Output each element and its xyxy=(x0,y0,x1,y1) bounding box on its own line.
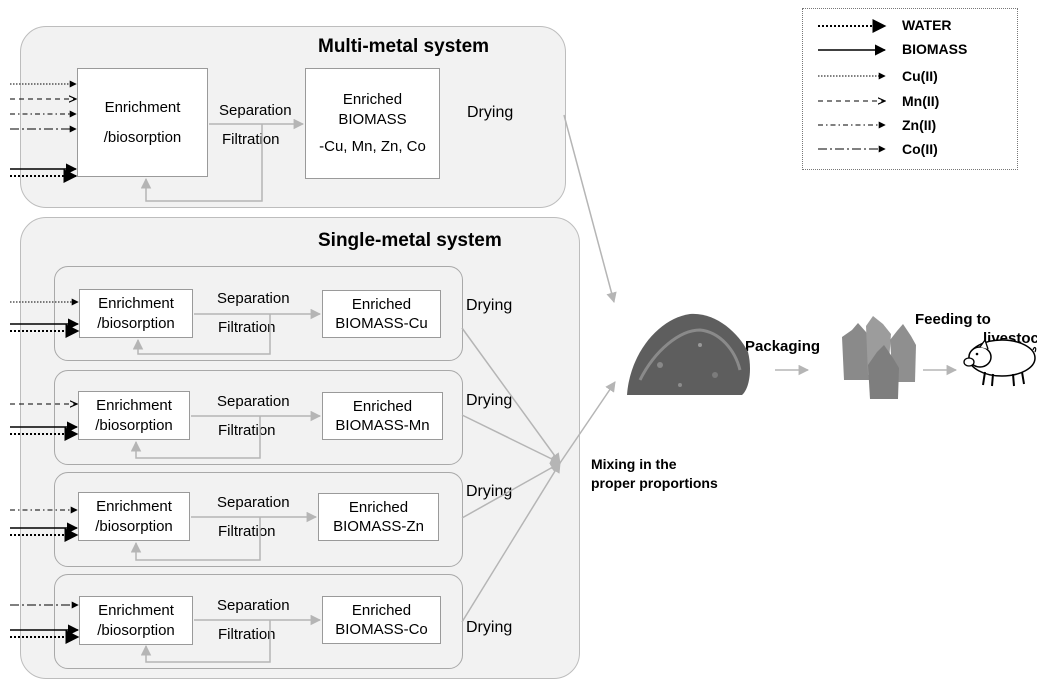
row-zn-filtration-label: Filtration xyxy=(218,523,276,540)
row-zn-enrichment-label: Enrichment xyxy=(96,498,172,515)
row-cu-filtration-label: Filtration xyxy=(218,319,276,336)
row-co-biomass-box: Enriched BIOMASS-Co xyxy=(322,596,441,644)
row-mn-biosorption-label: /biosorption xyxy=(95,416,173,434)
row-mn-filtration-label: Filtration xyxy=(218,422,276,439)
single-metal-system-title: Single-metal system xyxy=(318,230,502,251)
row-cu-biosorption-label: /biosorption xyxy=(97,314,175,332)
row-co-input-arrows xyxy=(10,601,80,644)
multi-enriched-biomass-box: Enriched BIOMASS -Cu, Mn, Zn, Co xyxy=(305,68,440,179)
row-mn-enrichment-box: Enrichment /biosorption xyxy=(78,391,190,440)
drying-to-mixing-arrows xyxy=(461,114,617,623)
row-zn-biomass-box: Enriched BIOMASS-Zn xyxy=(318,493,439,541)
row-cu-biomass-line2: BIOMASS-Cu xyxy=(335,315,428,332)
multi-biosorption-label: /biosorption xyxy=(103,128,182,146)
row-co-separation-label: Separation xyxy=(217,597,290,614)
row-zn-biosorption-label: /biosorption xyxy=(95,517,173,535)
legend-label-co: Co(II) xyxy=(902,141,938,157)
feed-sacks-icon xyxy=(842,316,916,399)
row-zn-input-arrows xyxy=(10,506,79,542)
row-co-drying-label: Drying xyxy=(466,619,513,636)
row-cu-drying-label: Drying xyxy=(466,297,513,314)
mixing-label-line2: proper proportions xyxy=(591,475,718,491)
row-mn-biomass-line2: BIOMASS-Mn xyxy=(335,417,430,434)
packaging-label: Packaging xyxy=(745,338,821,355)
multi-separation-label: Separation xyxy=(219,102,292,119)
row-cu-biomass-line1: Enriched xyxy=(351,295,412,313)
line-style-legend xyxy=(802,8,1018,170)
row-mn-biomass-line1: Enriched xyxy=(352,397,413,415)
legend-label-mn: Mn(II) xyxy=(902,93,940,109)
row-cu-biomass-box: Enriched BIOMASS-Cu xyxy=(322,290,441,338)
multi-input-arrows xyxy=(10,80,78,183)
row-co-enrichment-box: Enrichment /biosorption xyxy=(79,596,193,645)
row-mn-drying-label: Drying xyxy=(466,392,513,409)
row-mn-separation-label: Separation xyxy=(217,393,290,410)
legend-label-cu: Cu(II) xyxy=(902,68,938,84)
feeding-label-line1: Feeding to xyxy=(915,311,991,328)
biomass-powder-pile-icon xyxy=(627,313,750,395)
legend-line-samples xyxy=(818,19,887,153)
row-zn-biomass-line2: BIOMASS-Zn xyxy=(333,518,424,535)
multi-drying-label: Drying xyxy=(467,104,514,121)
row-cu-input-arrows xyxy=(10,298,80,338)
row-cu-enrichment-box: Enrichment /biosorption xyxy=(79,289,193,338)
row-cu-separation-label: Separation xyxy=(217,290,290,307)
multi-enrichment-label: Enrichment xyxy=(104,99,181,116)
row-zn-internal-flow xyxy=(130,511,318,561)
row-co-filtration-label: Filtration xyxy=(218,626,276,643)
mixing-label-line1: Mixing in the xyxy=(591,456,677,472)
row-co-enrichment-label: Enrichment xyxy=(98,602,174,619)
row-mn-internal-flow xyxy=(130,410,322,459)
row-cu-enrichment-label: Enrichment xyxy=(98,295,174,312)
multi-biomass-line2: BIOMASS xyxy=(338,110,407,128)
row-co-biomass-line2: BIOMASS-Co xyxy=(335,621,428,638)
multi-biomass-line3: -Cu, Mn, Zn, Co xyxy=(319,138,426,156)
multi-biomass-line1: Enriched xyxy=(342,91,403,109)
row-cu-internal-flow xyxy=(132,308,322,355)
multi-enrichment-box: Enrichment /biosorption xyxy=(77,68,208,177)
row-mn-input-arrows xyxy=(10,404,79,441)
multi-filtration-label: Filtration xyxy=(222,131,280,148)
row-mn-enrichment-label: Enrichment xyxy=(96,397,172,414)
pig-icon xyxy=(963,338,1037,387)
multi-metal-system-title: Multi-metal system xyxy=(318,36,490,57)
row-mn-biomass-box: Enriched BIOMASS-Mn xyxy=(322,392,443,440)
row-co-biosorption-label: /biosorption xyxy=(97,621,175,639)
row-zn-separation-label: Separation xyxy=(217,494,290,511)
row-zn-enrichment-box: Enrichment /biosorption xyxy=(78,492,190,541)
legend-label-zn: Zn(II) xyxy=(902,117,937,133)
row-co-biomass-line1: Enriched xyxy=(351,601,412,619)
legend-label-water: WATER xyxy=(902,17,952,33)
row-zn-biomass-line1: Enriched xyxy=(348,498,409,516)
legend-label-biomass: BIOMASS xyxy=(902,41,968,57)
row-co-internal-flow xyxy=(140,614,322,663)
multi-internal-flow xyxy=(140,118,305,202)
